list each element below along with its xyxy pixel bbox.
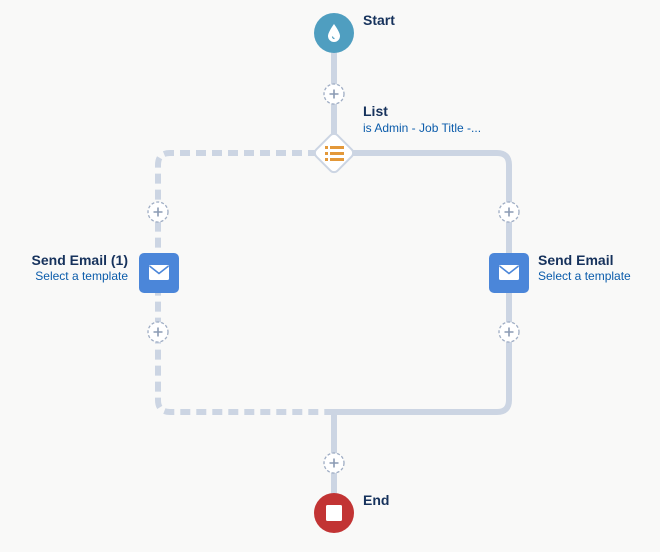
start-node[interactable] [314, 13, 354, 53]
send-email-left-subtitle[interactable]: Select a template [35, 269, 128, 283]
decision-node-subtitle[interactable]: is Admin - Job Title -... [363, 121, 482, 135]
send-email-left-node[interactable] [139, 253, 179, 293]
list-icon [325, 146, 344, 161]
add-element-button-1[interactable] [323, 83, 345, 105]
drop-icon [328, 24, 340, 42]
connector-right-branch [334, 150, 512, 415]
send-email-right-title: Send Email [538, 252, 614, 268]
plus-icon [153, 327, 163, 337]
connectors [155, 50, 512, 495]
plus-icon [329, 458, 339, 468]
send-email-right-node[interactable] [489, 253, 529, 293]
end-node[interactable] [314, 493, 354, 533]
add-element-button-bottom[interactable] [323, 452, 345, 474]
plus-icon [504, 207, 514, 217]
add-element-button-right-top[interactable] [498, 201, 520, 223]
envelope-icon [499, 265, 519, 280]
plus-icon [329, 89, 339, 99]
add-element-button-left-top[interactable] [147, 201, 169, 223]
plus-icon [504, 327, 514, 337]
decision-node[interactable] [313, 132, 355, 174]
connector-left-branch [155, 150, 334, 415]
stop-icon [326, 505, 342, 521]
start-node-title: Start [363, 12, 395, 28]
end-node-title: End [363, 492, 390, 508]
decision-node-title: List [363, 103, 388, 119]
add-element-button-right-bottom[interactable] [498, 321, 520, 343]
envelope-icon [149, 265, 169, 280]
send-email-right-subtitle[interactable]: Select a template [538, 269, 631, 283]
send-email-left-title: Send Email (1) [31, 252, 128, 268]
plus-icon [153, 207, 163, 217]
add-element-button-left-bottom[interactable] [147, 321, 169, 343]
